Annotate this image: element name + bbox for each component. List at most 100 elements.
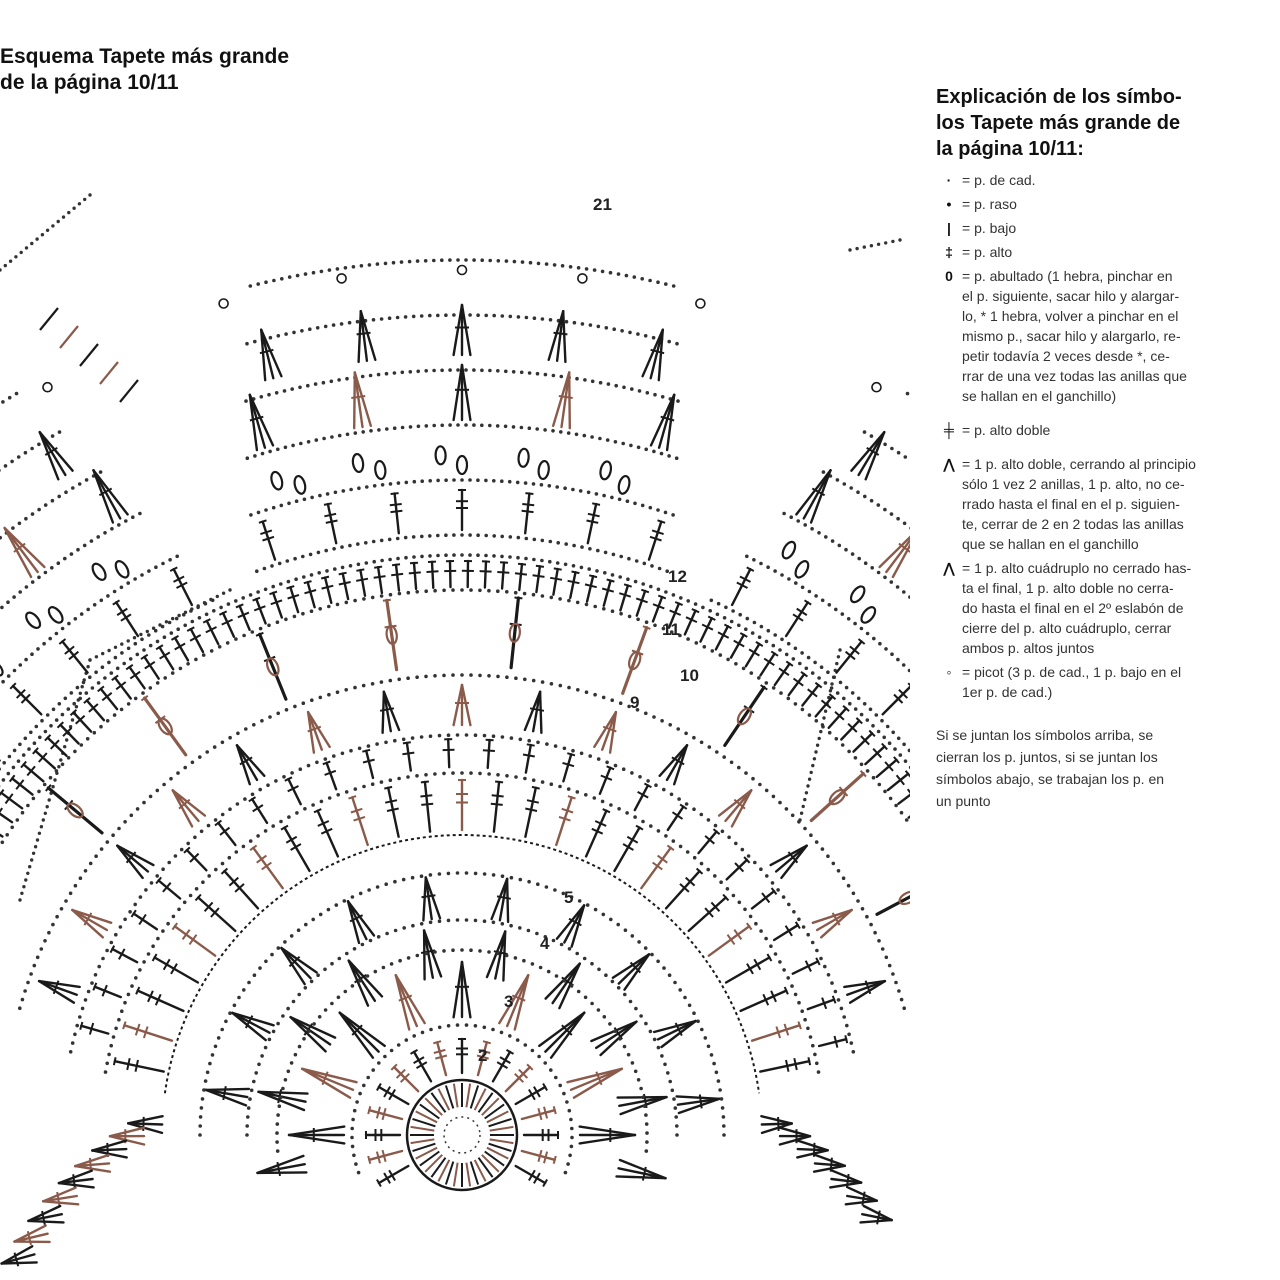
- stitch-stem: [633, 784, 650, 812]
- chain-dot: [482, 1025, 487, 1030]
- stitch-stem: [787, 673, 806, 697]
- chain-dot: [859, 626, 864, 631]
- chain-dot: [817, 676, 821, 680]
- stitch-cap: [904, 770, 910, 778]
- chain-dot: [359, 264, 364, 268]
- chain-dot: [122, 661, 126, 666]
- chain-dot: [895, 585, 900, 589]
- chain-dot: [456, 258, 460, 262]
- chain-dot: [224, 1019, 228, 1024]
- chain-dot: [884, 955, 889, 960]
- stitch-cap: [280, 824, 289, 831]
- stitch-stem: [714, 625, 730, 651]
- chain-dot: [3, 263, 7, 268]
- chain-dot: [549, 682, 554, 686]
- chain-dot: [862, 245, 866, 249]
- puff-stitch-icon: 0: [945, 268, 953, 284]
- chain-dot: [806, 655, 811, 660]
- stitch-stem: [584, 809, 608, 858]
- chain-dot: [652, 449, 656, 454]
- cluster-stem: [204, 1087, 251, 1092]
- chain-dot: [540, 780, 545, 784]
- stitch-cap: [770, 650, 779, 657]
- center-spoke: [430, 1092, 447, 1113]
- chain-dot: [299, 441, 303, 446]
- chain-dot: [484, 478, 488, 483]
- chain-dot: [74, 705, 79, 709]
- stitch-bar: [261, 861, 272, 871]
- stitch-bar: [746, 963, 754, 975]
- legend-item: •= p. raso: [936, 194, 1280, 214]
- chain-dot: [132, 636, 137, 640]
- stitch-cap: [743, 856, 751, 864]
- chain-dot: [437, 1025, 442, 1030]
- chain-dot: [442, 949, 446, 953]
- cluster-stem: [37, 979, 76, 1004]
- chain-dot: [83, 998, 88, 1002]
- stitch-stem: [683, 609, 697, 636]
- stitch-stem: [744, 642, 761, 668]
- chain-dot: [79, 612, 84, 616]
- cluster-stem: [27, 1204, 62, 1223]
- stitch-stem: [724, 956, 771, 984]
- chain-dot: [903, 455, 908, 459]
- chain-dot: [656, 1045, 661, 1050]
- stitch-stem: [136, 989, 185, 1013]
- chain-dot: [555, 561, 560, 565]
- chain-dot: [524, 315, 529, 320]
- chain-dot: [500, 922, 505, 926]
- chain-dot: [671, 513, 675, 517]
- chain-dot: [40, 718, 44, 723]
- chain-dot: [442, 771, 446, 776]
- stitch-cap: [602, 808, 611, 814]
- chain-dot: [385, 427, 389, 431]
- chain-dot: [287, 275, 292, 279]
- chain-dot: [294, 499, 299, 504]
- chain-dot: [876, 570, 881, 575]
- chain-dot: [722, 1124, 726, 1128]
- chain-dot: [516, 535, 521, 540]
- chain-dot: [446, 733, 451, 737]
- stitch-stem: [316, 809, 340, 858]
- stitch-stem: [221, 611, 236, 638]
- stitch-bar: [362, 758, 375, 764]
- chain-dot: [55, 914, 59, 919]
- cluster-stem: [452, 363, 464, 422]
- chain-dot: [375, 742, 379, 746]
- chain-dot: [236, 731, 240, 736]
- chain-dot: [437, 872, 442, 876]
- stitch-stem: [500, 561, 506, 590]
- chain-dot: [276, 1021, 280, 1026]
- stitch-stem: [272, 591, 283, 619]
- stitch-bar: [390, 509, 403, 514]
- cluster-stem: [73, 1153, 110, 1168]
- chain-dot: [243, 797, 247, 801]
- cluster-stem: [538, 1011, 586, 1048]
- stitch-cap: [881, 742, 888, 751]
- chain-dot: [309, 609, 314, 613]
- stitch-cap: [535, 564, 545, 568]
- chain-dot: [424, 674, 428, 679]
- chain-dot: [505, 590, 509, 594]
- chain-dot: [0, 468, 1, 472]
- chain-dot: [603, 571, 607, 575]
- chain-dot: [287, 501, 291, 506]
- stitch-stem: [524, 492, 531, 535]
- chain-dot: [133, 577, 137, 581]
- chain-dot: [839, 1006, 844, 1011]
- chain-dot: [368, 938, 373, 943]
- chain-dot: [340, 545, 344, 549]
- chain-dot: [344, 688, 349, 692]
- chain-dot: [482, 872, 487, 876]
- chain-dot: [811, 763, 815, 768]
- cluster-stem: [815, 908, 853, 932]
- chain-dot: [740, 847, 745, 852]
- picot: [218, 298, 229, 309]
- stitch-stem: [520, 1149, 556, 1162]
- chain-dot: [303, 272, 308, 276]
- stitch-bar: [543, 1106, 549, 1119]
- chain-dot: [293, 556, 297, 561]
- chain-dot: [850, 552, 855, 556]
- stitch-bar: [704, 835, 715, 845]
- cluster-bar: [379, 707, 395, 712]
